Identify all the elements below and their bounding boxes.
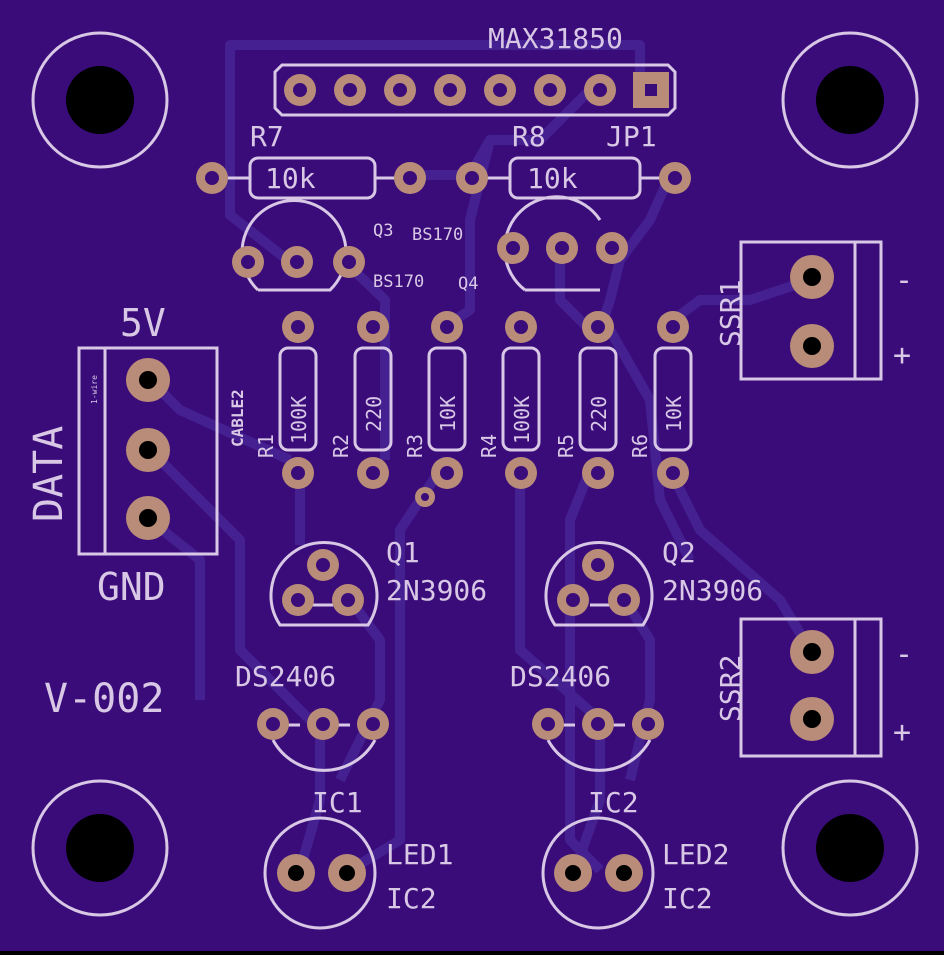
r2-label: R2 bbox=[329, 434, 353, 458]
revision-label: V-002 bbox=[44, 676, 164, 722]
silkscreen-text: MAX31850 R7 10k R8 10k JP1 Q3 BS170 BS17… bbox=[26, 22, 913, 915]
r4-label: R4 bbox=[477, 434, 501, 458]
led1-label: LED1 bbox=[386, 838, 453, 871]
ds2406-a-label: DS2406 bbox=[235, 660, 336, 693]
led2-label: LED2 bbox=[662, 838, 729, 871]
r7-label: R7 bbox=[250, 120, 284, 153]
ds2406-b-label: DS2406 bbox=[510, 660, 611, 693]
ssr1-label: SSR1 bbox=[714, 280, 747, 347]
led-pads bbox=[277, 854, 643, 892]
q4-label: Q4 bbox=[458, 274, 478, 294]
q1-part: 2N3906 bbox=[386, 574, 487, 607]
q3-label: Q3 bbox=[373, 221, 393, 241]
r6-label: R6 bbox=[628, 434, 652, 458]
gnd-label: GND bbox=[97, 565, 166, 609]
r8-value: 10k bbox=[527, 162, 578, 195]
q3-part: BS170 bbox=[412, 225, 463, 245]
mounting-holes bbox=[31, 31, 919, 917]
ssr2-minus: - bbox=[895, 637, 913, 672]
jp1-label: JP1 bbox=[606, 120, 657, 153]
led2-ic-label: IC2 bbox=[662, 882, 713, 915]
r3-value: 10K bbox=[436, 396, 460, 432]
q2-label: Q2 bbox=[662, 536, 696, 569]
r6-value: 10K bbox=[662, 396, 686, 432]
r5-value: 220 bbox=[587, 396, 611, 432]
r8-label: R8 bbox=[512, 120, 546, 153]
ssr1-minus: - bbox=[895, 263, 913, 298]
r1-label: R1 bbox=[254, 434, 278, 458]
5v-label: 5V bbox=[120, 301, 166, 345]
ssr2-plus: + bbox=[893, 715, 911, 750]
ic2-label: IC2 bbox=[588, 786, 639, 819]
max31850-header-pads bbox=[284, 72, 669, 108]
r4-value: 100K bbox=[510, 396, 534, 444]
ic1-label: IC1 bbox=[312, 786, 363, 819]
led1-ic-label: IC2 bbox=[386, 882, 437, 915]
connector-pads bbox=[126, 255, 834, 741]
q2-part: 2N3906 bbox=[662, 574, 763, 607]
data-label: DATA bbox=[26, 426, 72, 522]
r3-label: R3 bbox=[403, 434, 427, 458]
q4-part: BS170 bbox=[373, 272, 424, 292]
one-wire-label: 1-wire bbox=[90, 375, 99, 404]
q1-label: Q1 bbox=[386, 536, 420, 569]
r1-value: 100K bbox=[287, 396, 311, 444]
r7-value: 10k bbox=[265, 162, 316, 195]
max31850-label: MAX31850 bbox=[488, 22, 623, 55]
r5-label: R5 bbox=[554, 434, 578, 458]
ssr2-label: SSR2 bbox=[714, 655, 747, 722]
via bbox=[415, 487, 435, 507]
cable2-label: CABLE2 bbox=[228, 389, 247, 447]
r2-value: 220 bbox=[362, 396, 386, 432]
ssr1-plus: + bbox=[893, 338, 911, 373]
